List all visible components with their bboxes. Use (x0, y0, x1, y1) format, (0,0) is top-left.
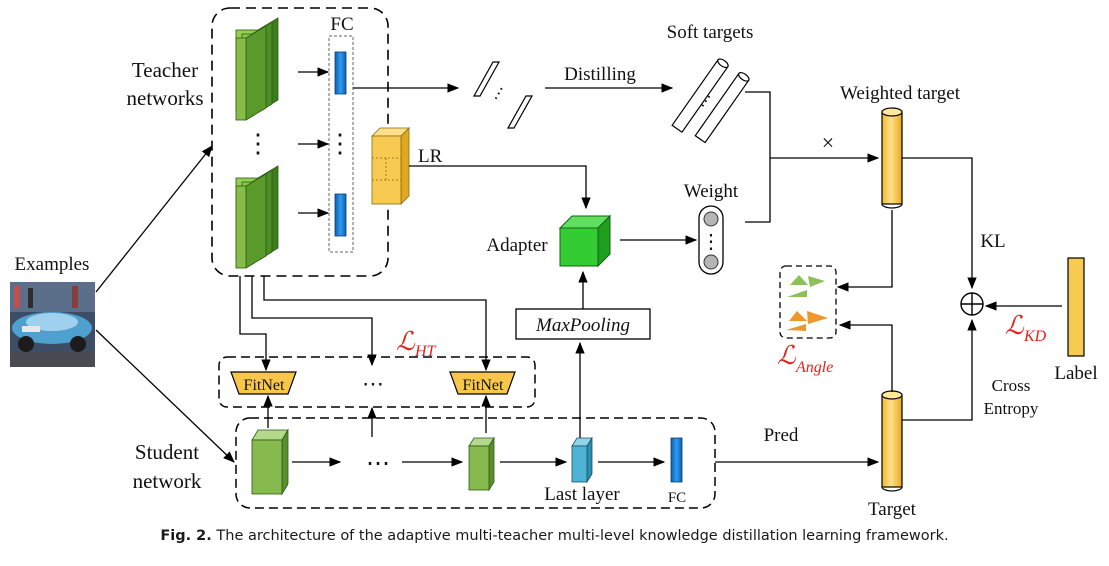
distill-parallelograms: ⋯ (472, 61, 534, 129)
lr-label: LR (418, 146, 443, 167)
teacher-fc-bar-2 (334, 193, 347, 237)
maxpooling-label: MaxPooling (535, 315, 630, 336)
student-network-label-2: network (133, 469, 202, 493)
oplus-node (960, 292, 984, 316)
kl-label: KL (980, 231, 1005, 252)
cross-entropy-label-1: Cross (992, 376, 1031, 395)
weight-label: Weight (684, 181, 739, 202)
loss-angle-script: ℒ (777, 341, 797, 370)
student-layer-1 (251, 428, 289, 496)
teacher-vdots-fc: ⋮ (327, 129, 353, 158)
fitnet-block-2: FitNet (449, 371, 516, 395)
teacher-group-box (211, 7, 389, 277)
pred-label: Pred (764, 425, 799, 446)
teacher-feature-stack-1 (235, 17, 279, 121)
fitnet-label-1: FitNet (244, 377, 285, 394)
student-ellipsis: ⋯ (366, 451, 390, 477)
student-network-label-1: Student (135, 440, 199, 464)
examples-label: Examples (15, 254, 90, 275)
angle-triangles (786, 275, 828, 331)
weighted-target-cylinder (881, 107, 903, 209)
teacher-networks-label-1: Teacher (132, 58, 198, 82)
caption-label: Fig. 2. (160, 528, 212, 544)
loss-angle-label: ℒ Angle (777, 341, 833, 376)
fc-bottom-label: FC (668, 490, 686, 506)
soft-target-cylinders: ⋯ (671, 58, 750, 144)
fc-top-label: FC (330, 14, 353, 35)
distill-ellipsis: ⋯ (488, 83, 511, 105)
adapter-cube (558, 214, 612, 268)
target-label: Target (868, 499, 917, 520)
fitnet-label-2: FitNet (463, 377, 504, 394)
weight-capsule: ⋮ (698, 205, 724, 275)
loss-angle-sub: Angle (795, 359, 833, 376)
fitnet-group-box (218, 356, 536, 408)
loss-ht-script: ℒ (396, 327, 416, 356)
teacher-networks-label-2: networks (127, 86, 204, 110)
teacher-vdots-left: ⋮ (245, 129, 271, 158)
target-cylinder (881, 390, 903, 492)
loss-ht-label: ℒ HT (396, 327, 437, 360)
fitnet-ellipsis: ⋯ (362, 371, 384, 396)
loss-kd-script: ℒ (1005, 311, 1025, 340)
teacher-fc-bar-1 (334, 51, 347, 95)
times-label: × (822, 130, 834, 155)
soft-targets-label: Soft targets (667, 22, 754, 43)
caption-text: The architecture of the adaptive multi-t… (211, 528, 949, 544)
student-group-box (235, 417, 716, 509)
loss-ht-sub: HT (414, 343, 437, 360)
student-layer-2 (468, 436, 495, 492)
weight-vdots: ⋮ (701, 231, 721, 253)
student-fc-bar (670, 437, 683, 483)
angle-loss-box (779, 265, 837, 339)
student-last-layer (571, 436, 593, 484)
label-text: Label (1054, 363, 1097, 384)
teacher-feature-stack-2 (235, 165, 279, 269)
distilling-label: Distilling (564, 64, 636, 85)
figure-caption: Fig. 2. The architecture of the adaptive… (0, 528, 1109, 544)
cross-entropy-label-2: Entropy (984, 399, 1039, 418)
adapter-label: Adapter (486, 235, 548, 256)
loss-kd-sub: KD (1023, 328, 1047, 345)
label-bar (1067, 257, 1085, 357)
last-layer-label: Last layer (544, 484, 620, 505)
soft-ellipsis: ⋯ (695, 90, 718, 113)
fitnet-block-1: FitNet (230, 371, 297, 395)
loss-kd-label: ℒ KD (1005, 311, 1047, 345)
lr-feature-block (371, 127, 410, 205)
example-image (10, 282, 95, 367)
weighted-target-label: Weighted target (840, 83, 961, 104)
